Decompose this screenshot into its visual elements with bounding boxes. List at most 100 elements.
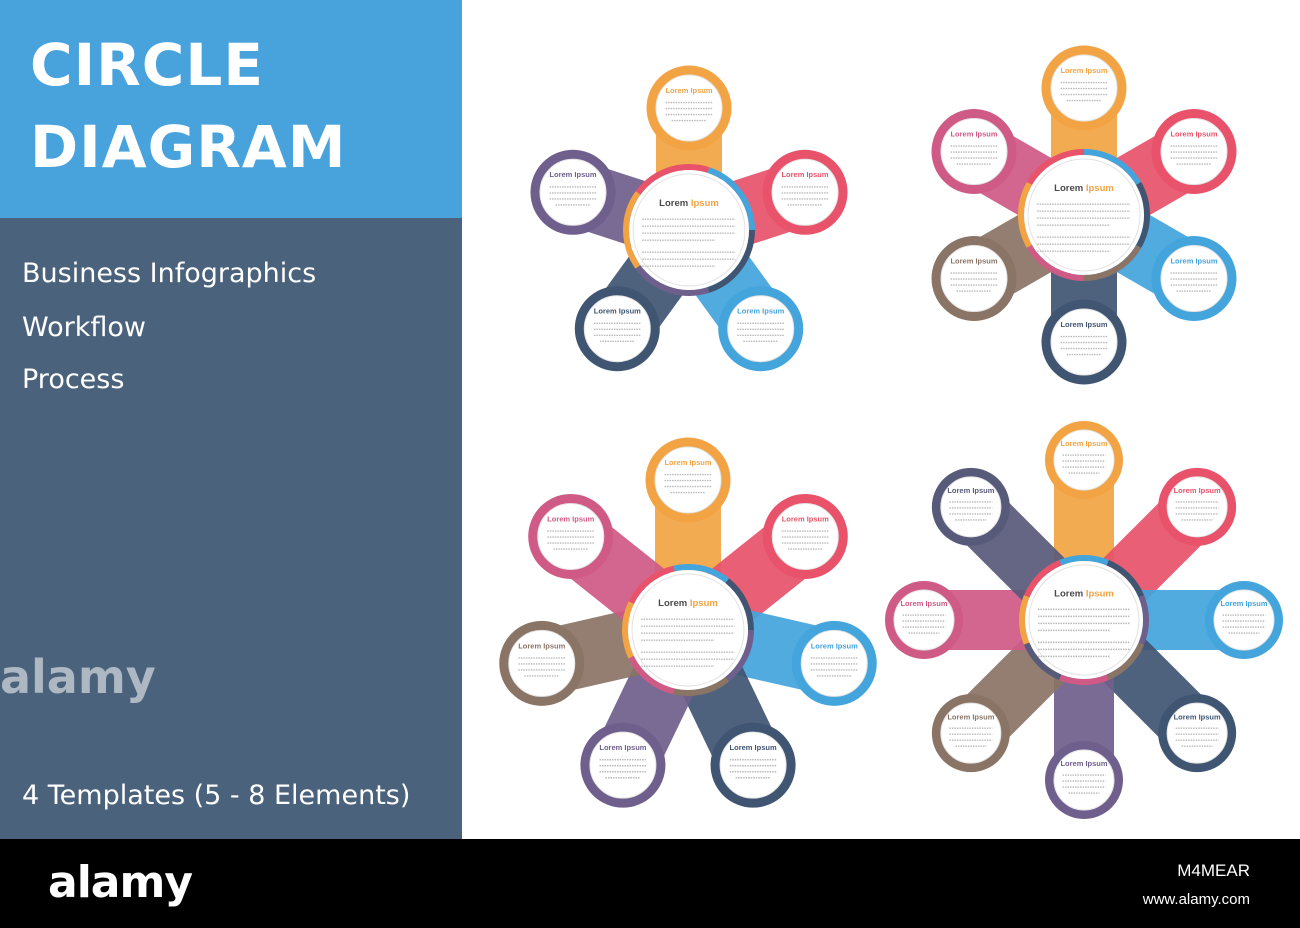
petal-disc	[1053, 749, 1115, 811]
petal-4: Lorem Ipsum	[1041, 299, 1127, 385]
petal-7: Lorem Ipsum	[885, 581, 963, 659]
petal-title: Lorem Ipsum	[947, 712, 994, 721]
footer: alamy M4MEAR www.alamy.com	[0, 839, 1300, 928]
petal-1: Lorem Ipsum	[1041, 45, 1127, 131]
petal-title: Lorem Ipsum	[665, 86, 712, 95]
center-ring-segment-5	[623, 164, 755, 296]
petal-title: Lorem Ipsum	[1170, 129, 1217, 138]
center-title: Lorem Ipsum	[658, 598, 718, 609]
petal-3: Lorem Ipsum	[718, 286, 804, 372]
center-ring-segment-3	[1018, 149, 1150, 281]
petal-2: Lorem Ipsum	[762, 493, 848, 579]
petal-2: Lorem Ipsum	[762, 149, 848, 235]
petal-disc	[1166, 476, 1228, 538]
petal-title: Lorem Ipsum	[1174, 712, 1221, 721]
center-ring-segment-4	[1018, 149, 1150, 281]
petal-disc	[893, 589, 955, 651]
petal-disc	[1213, 589, 1275, 651]
petal-disc	[940, 476, 1002, 538]
side-item-workflow: Workflow	[22, 312, 146, 343]
center-disc	[629, 170, 749, 290]
center-circle: Lorem Ipsum	[1025, 561, 1143, 679]
petal-6: Lorem Ipsum	[931, 694, 1010, 773]
center-title-word-1: Lorem	[1054, 183, 1086, 194]
center-ring-segment-1	[622, 564, 754, 696]
petal-4: Lorem Ipsum	[574, 286, 660, 372]
petal-1: Lorem Ipsum	[646, 65, 732, 151]
petal-5: Lorem Ipsum	[931, 236, 1017, 321]
petal-title: Lorem Ipsum	[599, 743, 646, 752]
petal-title: Lorem Ipsum	[730, 743, 777, 752]
petal-title: Lorem Ipsum	[1220, 599, 1267, 608]
center-ring-segment-5	[1018, 149, 1150, 281]
petal-title: Lorem Ipsum	[1060, 439, 1107, 448]
petal-8: Lorem Ipsum	[931, 467, 1010, 546]
title-line-1: CIRCLE	[30, 31, 264, 99]
center-inner-ring	[1027, 158, 1141, 272]
center-title-word-1: Lorem	[658, 598, 690, 609]
center-ring-segment-5	[1019, 555, 1149, 685]
center-ring-segment-1	[623, 164, 755, 296]
center-title: Lorem Ipsum	[1054, 588, 1114, 599]
center-inner-ring	[1028, 564, 1140, 676]
petal-1: Lorem Ipsum	[1045, 421, 1123, 499]
petal-6: Lorem Ipsum	[931, 109, 1017, 194]
center-inner-ring	[631, 573, 745, 687]
petal-7: Lorem Ipsum	[528, 493, 614, 579]
footer-logo: alamy	[48, 857, 193, 908]
petal-title: Lorem Ipsum	[594, 307, 641, 316]
petal-title: Lorem Ipsum	[900, 599, 947, 608]
side-item-business-infographics: Business Infographics	[22, 258, 317, 289]
petal-3: Lorem Ipsum	[1205, 581, 1283, 659]
petal-title: Lorem Ipsum	[518, 641, 565, 650]
center-disc	[1025, 561, 1143, 679]
petal-title: Lorem Ipsum	[1060, 320, 1107, 329]
side-item-process: Process	[22, 364, 125, 395]
center-ring-segment-1	[1019, 555, 1149, 685]
petal-title: Lorem Ipsum	[782, 514, 829, 523]
center-title: Lorem Ipsum	[659, 198, 719, 209]
petal-5: Lorem Ipsum	[580, 722, 666, 808]
center-ring-segment-3	[622, 564, 754, 696]
center-ring-segment-7	[1019, 555, 1149, 685]
petal-6: Lorem Ipsum	[499, 620, 585, 706]
petal-3: Lorem Ipsum	[1151, 236, 1237, 321]
petal-title: Lorem Ipsum	[664, 458, 711, 467]
petal-title: Lorem Ipsum	[811, 641, 858, 650]
center-title-word-1: Lorem	[1054, 588, 1086, 599]
center-circle: Lorem Ipsum	[629, 170, 749, 290]
petal-title: Lorem Ipsum	[1060, 66, 1107, 75]
petal-disc	[940, 702, 1002, 764]
petal-title: Lorem Ipsum	[1060, 759, 1107, 768]
center-disc	[1024, 155, 1144, 275]
petal-3: Lorem Ipsum	[791, 620, 877, 706]
center-circle: Lorem Ipsum	[1024, 155, 1144, 275]
center-title: Lorem Ipsum	[1054, 183, 1114, 194]
petal-title: Lorem Ipsum	[950, 256, 997, 265]
petal-title: Lorem Ipsum	[1174, 486, 1221, 495]
title-line-2: DIAGRAM	[30, 113, 347, 181]
petal-disc	[1053, 429, 1115, 491]
petal-5: Lorem Ipsum	[1045, 741, 1123, 819]
center-ring-segment-6	[622, 564, 754, 696]
center-inner-ring	[632, 173, 746, 287]
petal-2: Lorem Ipsum	[1158, 467, 1237, 546]
center-title-word-2: Ipsum	[690, 598, 718, 609]
petal-2: Lorem Ipsum	[1151, 109, 1237, 194]
center-circle: Lorem Ipsum	[628, 570, 748, 690]
center-disc	[628, 570, 748, 690]
center-ring-segment-2	[623, 164, 755, 296]
center-title-word-2: Ipsum	[1086, 588, 1114, 599]
center-title-word-1: Lorem	[659, 198, 691, 209]
petal-4: Lorem Ipsum	[710, 722, 796, 808]
templates-count-text: 4 Templates (5 - 8 Elements)	[22, 780, 411, 811]
footer-url: www.alamy.com	[1142, 891, 1250, 908]
petal-title: Lorem Ipsum	[737, 307, 784, 316]
petal-1: Lorem Ipsum	[645, 437, 731, 523]
petal-4: Lorem Ipsum	[1158, 694, 1237, 773]
center-ring-segment-3	[1019, 555, 1149, 685]
